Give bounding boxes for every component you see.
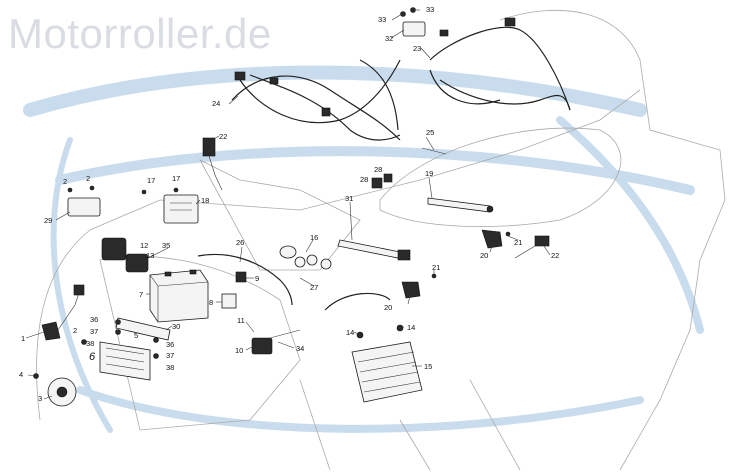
leader-lines xyxy=(25,9,551,400)
callout-17: 17 xyxy=(172,174,180,183)
battery xyxy=(149,269,209,323)
callout-10: 10 xyxy=(235,346,243,355)
speed-sensor xyxy=(337,239,411,261)
callout-29: 29 xyxy=(44,216,52,225)
callout-9: 9 xyxy=(255,274,259,283)
callout-5: 5 xyxy=(134,331,138,340)
callout-14: 14 xyxy=(346,328,354,337)
temperature-sensor xyxy=(324,229,503,311)
fuse-box xyxy=(99,341,151,381)
ground-cable xyxy=(197,253,293,306)
callout-38: 38 xyxy=(86,339,94,348)
starter-relay-bracket xyxy=(251,329,301,355)
callout-15: 15 xyxy=(424,362,432,371)
callout-18: 18 xyxy=(201,196,209,205)
connector-28 xyxy=(371,173,393,189)
callout-16: 16 xyxy=(310,233,318,242)
callout-21: 21 xyxy=(432,263,440,272)
ignition-coil xyxy=(202,137,550,259)
callout-13: 13 xyxy=(146,251,154,260)
callout-17: 17 xyxy=(147,176,155,185)
callout-30: 30 xyxy=(172,322,180,331)
callout-23: 23 xyxy=(413,44,421,53)
callout-11: 11 xyxy=(237,316,245,325)
callout-6: 6 xyxy=(89,351,96,363)
callout-20: 20 xyxy=(384,303,392,312)
callout-2: 2 xyxy=(86,174,90,183)
cdi-unit xyxy=(163,194,199,224)
callout-19: 19 xyxy=(425,169,433,178)
callout-28: 28 xyxy=(360,175,368,184)
callout-27: 27 xyxy=(310,283,318,292)
callout-8: 8 xyxy=(209,298,213,307)
callout-21: 21 xyxy=(514,238,522,247)
callout-12: 12 xyxy=(140,241,148,250)
wire-25 xyxy=(421,147,447,155)
callout-7: 7 xyxy=(139,290,143,299)
callout-25: 25 xyxy=(426,128,434,137)
callout-35: 35 xyxy=(162,241,170,250)
grommets xyxy=(279,245,332,270)
callout-4: 4 xyxy=(19,370,23,379)
flasher-relay xyxy=(221,271,247,309)
wiring-harness xyxy=(231,17,571,141)
callout-28: 28 xyxy=(374,165,382,174)
background-swooshes xyxy=(23,65,704,433)
relay-box xyxy=(67,185,101,217)
oxygen-sensor xyxy=(427,197,494,213)
horn xyxy=(47,377,77,407)
bolts xyxy=(33,187,511,379)
callout-22: 22 xyxy=(219,132,227,141)
callout-34: 34 xyxy=(296,344,304,353)
callout-33: 33 xyxy=(426,5,434,14)
voltage-regulator xyxy=(351,324,423,403)
callout-36: 36 xyxy=(166,340,174,349)
side-stand-switch xyxy=(41,284,85,341)
callout-2: 2 xyxy=(73,326,77,335)
callout-20: 20 xyxy=(480,251,488,260)
callout-37: 37 xyxy=(166,351,174,360)
callout-3: 3 xyxy=(38,394,42,403)
callout-36: 36 xyxy=(90,315,98,324)
starter-relay xyxy=(101,237,149,273)
battery-strap xyxy=(115,317,171,341)
callout-2: 2 xyxy=(63,177,67,186)
callout-24: 24 xyxy=(212,99,220,108)
callout-38: 38 xyxy=(166,363,174,372)
relay-bracket xyxy=(400,7,426,37)
callout-33: 33 xyxy=(378,15,386,24)
callout-31: 31 xyxy=(345,194,353,203)
callout-22: 22 xyxy=(551,251,559,260)
callout-labels: 1 2 2 2 3 4 5 6 7 8 9 10 11 12 13 14 14 … xyxy=(19,5,559,403)
watermark-text: Motorroller.de xyxy=(8,10,272,57)
callout-37: 37 xyxy=(90,327,98,336)
callout-1: 1 xyxy=(21,334,25,343)
callout-26: 26 xyxy=(236,238,244,247)
callout-14: 14 xyxy=(407,323,415,332)
callout-32: 32 xyxy=(385,34,393,43)
